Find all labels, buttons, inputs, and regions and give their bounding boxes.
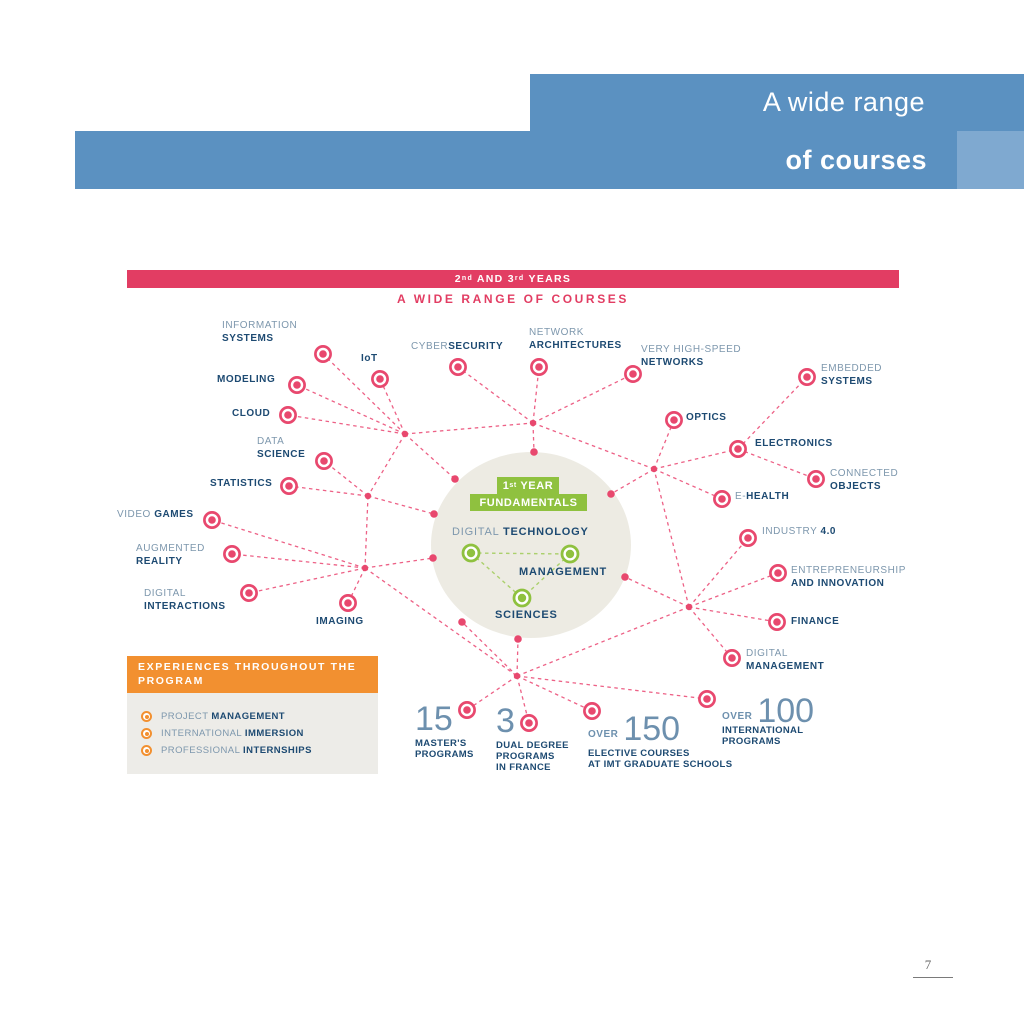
node-information-systems xyxy=(314,345,332,363)
hub-dots xyxy=(361,419,693,680)
label-imaging: IMAGING xyxy=(316,616,364,627)
list-item: PROFESSIONAL INTERNSHIPS xyxy=(141,745,378,756)
label-digital-technology: DIGITAL TECHNOLOGY xyxy=(452,526,589,538)
node-stat-international xyxy=(698,690,716,708)
node-digital-technology xyxy=(461,543,481,563)
node-embedded-systems xyxy=(798,368,816,386)
label-electronics: ELECTRONICS xyxy=(755,438,833,449)
connector-lines xyxy=(211,353,817,724)
fundamentals-nodes xyxy=(461,543,580,608)
list-item: PROJECT MANAGEMENT xyxy=(141,711,378,722)
node-e-health xyxy=(713,490,731,508)
label-finance: FINANCE xyxy=(791,616,840,627)
experiences-panel: EXPERIENCES THROUGHOUT THE PROGRAM PROJE… xyxy=(127,656,378,774)
node-video-games xyxy=(203,511,221,529)
node-electronics xyxy=(729,440,747,458)
node-industry-4-0 xyxy=(739,529,757,547)
fundamentals-box: FUNDAMENTALS xyxy=(470,494,587,511)
node-digital-management xyxy=(723,649,741,667)
label-cybersecurity: CYBERSECURITY xyxy=(411,341,504,352)
node-data-science xyxy=(315,452,333,470)
header-tail-block xyxy=(957,131,1024,189)
node-stat-dual-degree xyxy=(520,714,538,732)
node-iot xyxy=(371,370,389,388)
node-stat-elective xyxy=(583,702,601,720)
label-cloud: CLOUD xyxy=(232,408,271,419)
circle-connection-dots xyxy=(429,448,629,643)
label-sciences: SCIENCES xyxy=(495,609,558,621)
first-year-text: 1 xyxy=(502,479,510,492)
node-imaging xyxy=(339,594,357,612)
header-bar-bottom: of courses xyxy=(75,131,957,189)
node-management xyxy=(560,544,580,564)
node-finance xyxy=(768,613,786,631)
list-item: INTERNATIONAL IMMERSION xyxy=(141,728,378,739)
label-optics: OPTICS xyxy=(686,412,727,423)
page-number-rule xyxy=(913,977,953,978)
node-network-architectures xyxy=(530,358,548,376)
label-e-health: E-HEALTH xyxy=(735,491,790,502)
label-modeling: MODELING xyxy=(217,374,276,385)
label-iot: IoT xyxy=(361,353,378,364)
node-entrepreneurship xyxy=(769,564,787,582)
node-stat-masters xyxy=(458,701,476,719)
node-connected-objects xyxy=(807,470,825,488)
node-optics xyxy=(665,411,683,429)
experiences-title: EXPERIENCES THROUGHOUT THE PROGRAM xyxy=(127,656,378,693)
banner-text: AND 3 xyxy=(473,273,515,285)
node-cybersecurity xyxy=(449,358,467,376)
label-video-games: VIDEO GAMES xyxy=(117,509,194,520)
orange-dot-icon xyxy=(141,711,152,722)
node-statistics xyxy=(280,477,298,495)
node-digital-interactions xyxy=(240,584,258,602)
node-cloud xyxy=(279,406,297,424)
orange-dot-icon xyxy=(141,728,152,739)
node-augmented-reality xyxy=(223,545,241,563)
label-statistics: STATISTICS xyxy=(210,478,273,489)
banner-text: YEARS xyxy=(524,273,572,285)
header-bar-top: A wide range xyxy=(530,74,1024,131)
course-nodes xyxy=(203,345,825,732)
node-very-high-speed-networks xyxy=(624,365,642,383)
label-management: MANAGEMENT xyxy=(519,566,608,578)
node-modeling xyxy=(288,376,306,394)
diagram-subtitle: A WIDE RANGE OF COURSES xyxy=(396,292,630,306)
page-title-line1: A wide range xyxy=(762,87,925,117)
green-connector-lines xyxy=(470,552,571,599)
page-number: 7 xyxy=(924,957,932,972)
page-title-line2: of courses xyxy=(785,144,927,175)
label-industry-4-0: INDUSTRY 4.0 xyxy=(762,526,837,537)
experiences-list: PROJECT MANAGEMENT INTERNATIONAL IMMERSI… xyxy=(127,693,378,774)
orange-dot-icon xyxy=(141,745,152,756)
first-year-text: YEAR xyxy=(516,479,554,492)
node-sciences xyxy=(512,588,532,608)
banner-text: 2 xyxy=(454,273,462,285)
